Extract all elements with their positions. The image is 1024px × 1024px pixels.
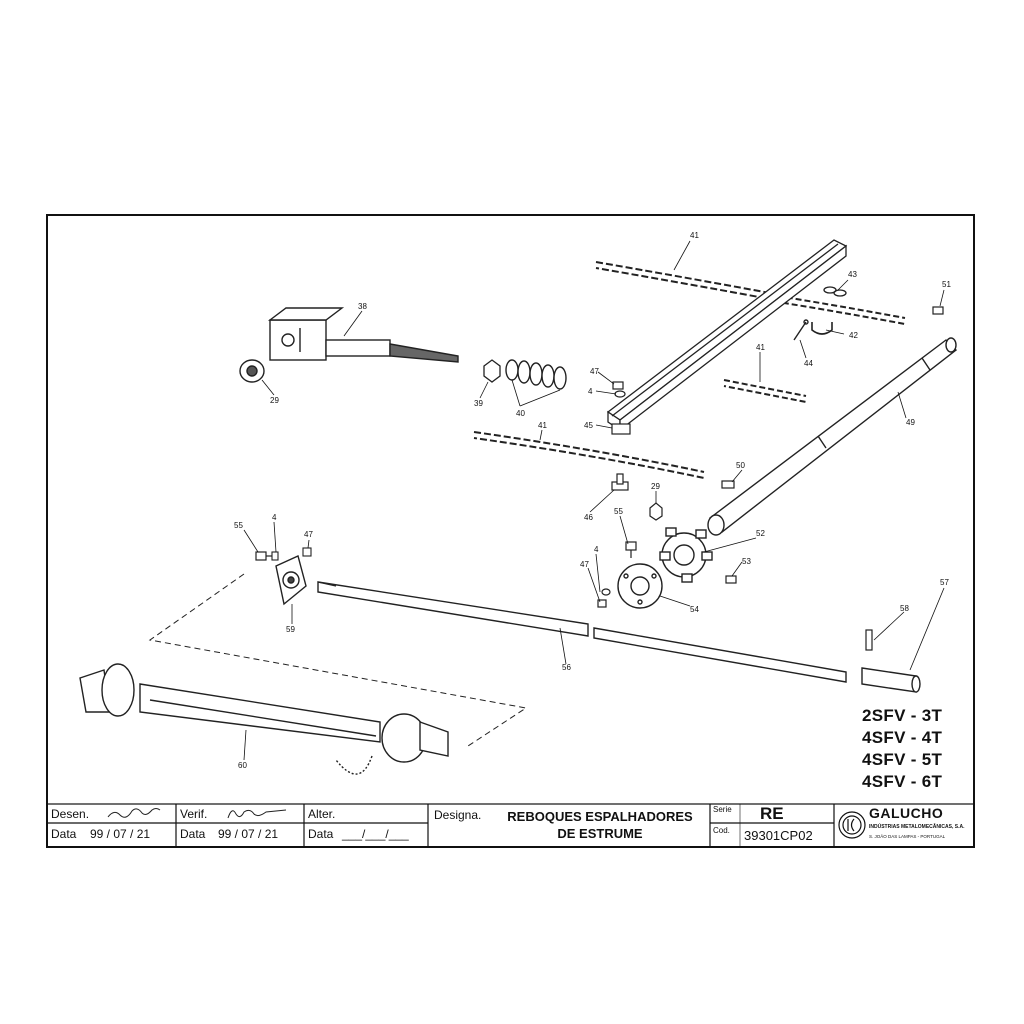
serie-value: RE <box>760 804 784 823</box>
part-label-46: 46 <box>584 513 593 522</box>
part-label-29: 29 <box>651 482 660 491</box>
part-label-55: 55 <box>614 507 623 516</box>
part-label-41: 41 <box>538 421 547 430</box>
desen-data-label: Data <box>51 827 77 841</box>
part-39-nut <box>483 359 501 383</box>
cod-value: 39301CP02 <box>744 828 813 843</box>
model-item: 4SFV - 4T <box>862 728 943 747</box>
part-label-47: 47 <box>304 530 313 539</box>
part-43-link <box>823 286 847 297</box>
part-45-block <box>611 423 631 435</box>
part-label-60: 60 <box>238 761 247 770</box>
part-47-nut-a <box>302 547 312 557</box>
verif-data-label: Data <box>180 827 206 841</box>
part-label-51: 51 <box>942 280 951 289</box>
part-44-pin <box>793 319 809 341</box>
alter-date: ___/___/___ <box>342 827 409 841</box>
part-label-47: 47 <box>590 367 599 376</box>
part-label-40: 40 <box>516 409 525 418</box>
part-label-39: 39 <box>474 399 483 408</box>
part-label-50: 50 <box>736 461 745 470</box>
part-label-4: 4 <box>594 545 599 554</box>
company-full-name: INDÚSTRIAS METALOMECÂNICAS, S.A. <box>869 824 965 830</box>
part-label-45: 45 <box>584 421 593 430</box>
part-52-sprocket <box>659 527 713 583</box>
part-label-4: 4 <box>272 513 277 522</box>
part-40-washers <box>505 359 567 390</box>
pto-shaft-60 <box>79 663 449 775</box>
part-label-53: 53 <box>742 557 751 566</box>
part-51-key <box>932 306 944 315</box>
part-54-hub <box>617 563 663 609</box>
signature-verif <box>227 809 287 819</box>
part-57-coupler <box>861 667 921 693</box>
shaft-56 <box>317 581 847 683</box>
designa-label: Designa. <box>434 808 482 822</box>
part-label-42: 42 <box>849 331 858 340</box>
part-label-54: 54 <box>690 605 699 614</box>
part-label-29: 29 <box>270 396 279 405</box>
part-number-labels: 41 43 51 42 44 41 38 29 39 40 47 4 45 41… <box>234 231 951 770</box>
part-label-49: 49 <box>906 418 915 427</box>
designation-title: REBOQUES ESPALHADORES DE ESTRUME <box>494 808 706 842</box>
part-label-38: 38 <box>358 302 367 311</box>
part-29-nut-b <box>649 502 663 521</box>
signature-desen <box>107 808 161 818</box>
desen-date: 99 / 07 / 21 <box>90 827 151 841</box>
chain-41-bottom <box>473 431 705 479</box>
part-47-4-nut-c <box>597 588 611 608</box>
part-55-bolt-b <box>625 541 637 558</box>
cod-label: Cod. <box>713 826 730 835</box>
model-item: 4SFV - 6T <box>862 772 943 791</box>
verif-label: Verif. <box>180 807 208 821</box>
part-46-bolt <box>611 473 629 491</box>
part-label-55: 55 <box>234 521 243 530</box>
shaft-49 <box>707 337 958 536</box>
part-label-58: 58 <box>900 604 909 613</box>
part-42-u-bolt <box>811 322 833 335</box>
part-53-key <box>725 575 737 584</box>
chain-41-middle <box>723 379 807 403</box>
model-item: 2SFV - 3T <box>862 706 943 725</box>
part-label-44: 44 <box>804 359 813 368</box>
part-label-47: 47 <box>580 560 589 569</box>
assembly-guide-lines <box>148 573 528 747</box>
part-59-bearing <box>275 555 307 606</box>
part-4-washer-a <box>271 551 279 561</box>
designation-line-2: DE ESTRUME <box>557 826 643 841</box>
part-29-nut-a <box>239 359 265 383</box>
company-logo <box>838 811 866 839</box>
company-location: S. JOÃO DAS LAMPAS - PORTUGAL <box>869 834 946 839</box>
verif-date: 99 / 07 / 21 <box>218 827 279 841</box>
designation-line-1: REBOQUES ESPALHADORES <box>507 809 693 824</box>
part-label-57: 57 <box>940 578 949 587</box>
part-label-56: 56 <box>562 663 571 672</box>
part-label-59: 59 <box>286 625 295 634</box>
part-label-41: 41 <box>756 343 765 352</box>
part-50-key <box>721 480 735 489</box>
model-item: 4SFV - 5T <box>862 750 943 769</box>
part-58-pin <box>865 629 873 651</box>
part-38-tensioner <box>267 307 459 363</box>
alter-data-label: Data <box>308 827 334 841</box>
model-list: 2SFV - 3T 4SFV - 4T 4SFV - 5T 4SFV - 6T <box>862 705 972 793</box>
leader-lines <box>243 240 945 761</box>
part-47-4-small <box>612 381 626 398</box>
desen-label: Desen. <box>51 807 90 821</box>
title-block-grid <box>46 803 975 848</box>
company-name: GALUCHO <box>869 805 944 821</box>
alter-label: Alter. <box>308 807 336 821</box>
part-label-41: 41 <box>690 231 699 240</box>
part-label-52: 52 <box>756 529 765 538</box>
part-label-4: 4 <box>588 387 593 396</box>
drawing-frame <box>46 214 975 848</box>
serie-label: Serie <box>713 805 732 814</box>
part-label-43: 43 <box>848 270 857 279</box>
slat-bar <box>606 239 848 432</box>
